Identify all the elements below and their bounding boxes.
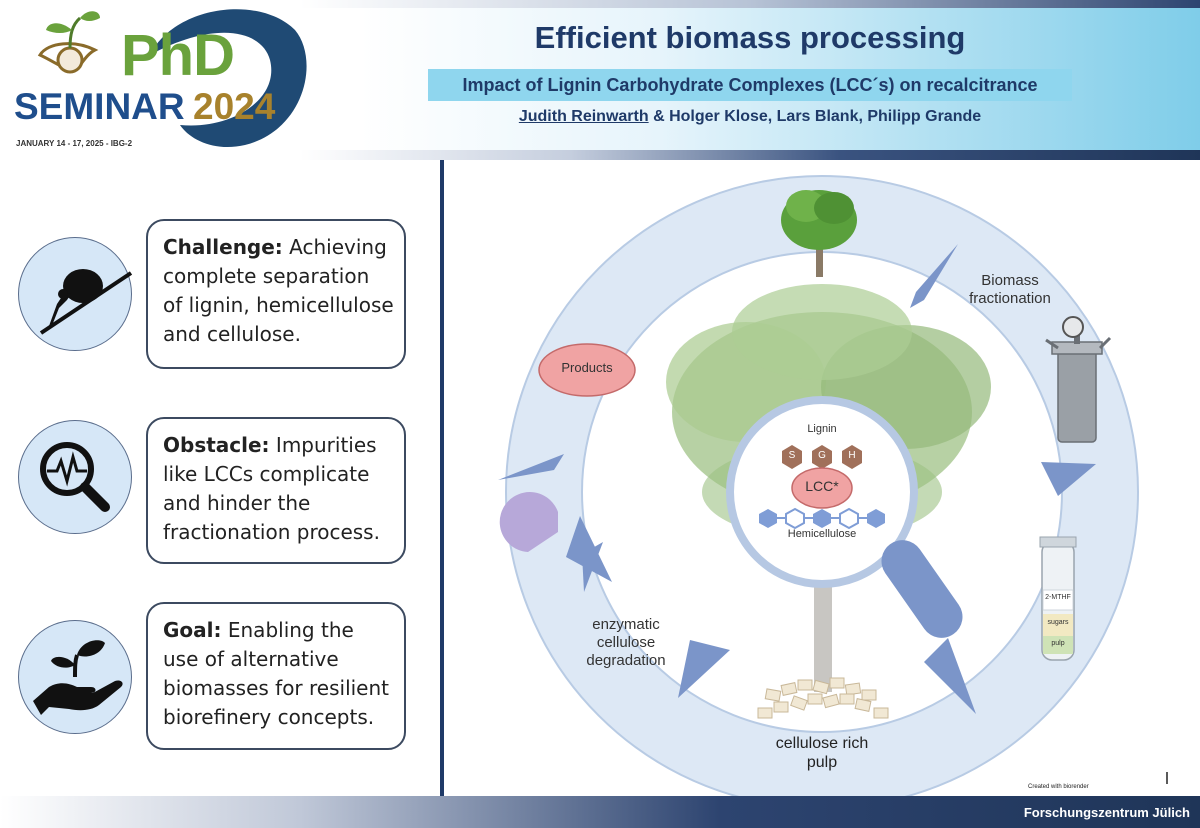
enzymatic-degradation-label: enzymatic cellulose degradation bbox=[586, 616, 666, 669]
challenge-card: Challenge: Achieving complete separation… bbox=[146, 219, 406, 369]
goal-text: Enabling the use of alternative biomasse… bbox=[163, 618, 390, 729]
logo-date-line: JANUARY 14 - 17, 2025 - IBG-2 bbox=[16, 139, 133, 148]
vertical-divider bbox=[440, 160, 444, 796]
products-bubble bbox=[538, 343, 636, 397]
obstacle-text: Impurities like LCCs complicate and hind… bbox=[163, 433, 380, 544]
logo-year-text: 2024 bbox=[193, 86, 276, 127]
poster-title: Efficient biomass processing bbox=[534, 20, 966, 55]
logo-seminar-text: SEMINAR bbox=[14, 86, 185, 127]
arrow-left bbox=[498, 454, 564, 480]
lignin-label: Lignin bbox=[807, 423, 837, 435]
obstacle-card: Obstacle: Impurities like LCCs complicat… bbox=[146, 417, 406, 564]
lignin-unit-h: H bbox=[848, 450, 856, 461]
pulp-label: cellulose rich pulp bbox=[775, 735, 869, 771]
magnifier-pulse-icon bbox=[18, 420, 132, 534]
seminar-logo: PhD SEMINAR 2024 JANUARY 14 - 17, 2025 -… bbox=[0, 0, 320, 160]
lignin-units bbox=[782, 445, 862, 469]
tree-icon bbox=[781, 190, 857, 277]
pressure-reactor-icon bbox=[1045, 316, 1112, 443]
obstacle-label: Obstacle: bbox=[163, 433, 270, 457]
arrow-right-top bbox=[910, 244, 958, 308]
separation-tube-icon bbox=[1039, 536, 1077, 661]
products-label: Products bbox=[561, 360, 613, 375]
hemicellulose-chain bbox=[759, 507, 885, 530]
arrow-right bbox=[1041, 462, 1096, 496]
arrow-bottom-left bbox=[678, 640, 730, 698]
cycle-arrows bbox=[498, 244, 1096, 714]
enzyme-capsule bbox=[881, 540, 963, 638]
arrow-bottom-right bbox=[924, 638, 976, 714]
biomass-fractionation-label: Biomass fractionation bbox=[969, 272, 1051, 307]
goal-label: Goal: bbox=[163, 618, 222, 642]
tube-label-2mthf: 2-MTHF bbox=[1045, 594, 1071, 601]
enzyme-pacman-icon bbox=[499, 492, 612, 582]
challenge-text: Achieving complete separation of lignin,… bbox=[163, 235, 394, 346]
logo-phd-text: PhD bbox=[121, 23, 235, 88]
co-authors: & Holger Klose, Lars Blank, Philipp Gran… bbox=[648, 108, 982, 125]
header: PhD SEMINAR 2024 JANUARY 14 - 17, 2025 -… bbox=[0, 0, 1200, 160]
cellulose-pulp-pile bbox=[757, 677, 889, 719]
author-line: Judith Reinwarth & Holger Klose, Lars Bl… bbox=[440, 108, 1060, 126]
lignin-unit-s: S bbox=[788, 450, 796, 461]
hand-sprout-icon bbox=[18, 620, 132, 734]
presenting-author: Judith Reinwarth bbox=[518, 108, 649, 125]
challenge-label: Challenge: bbox=[163, 235, 283, 259]
sisyphus-boulder-icon bbox=[18, 237, 133, 351]
biorefinery-cycle-diagram: Biomass fractionation Products enzymatic… bbox=[446, 162, 1200, 809]
tube-label-sugars: sugars bbox=[1047, 619, 1069, 626]
lcc-label: LCC* bbox=[805, 478, 839, 494]
lcc-badge bbox=[791, 467, 853, 509]
goal-card: Goal: Enabling the use of alternative bi… bbox=[146, 602, 406, 750]
footer-bar: Forschungszentrum Jülich bbox=[0, 796, 1200, 828]
poster-subtitle: Impact of Lignin Carbohydrate Complexes … bbox=[428, 69, 1072, 101]
biorender-credit: Created with biorender bbox=[1028, 784, 1089, 790]
tube-label-pulp: pulp bbox=[1051, 640, 1065, 647]
hemicellulose-label: Hemicellulose bbox=[787, 528, 857, 540]
lignin-unit-g: G bbox=[818, 450, 826, 461]
institution-name: Forschungszentrum Jülich bbox=[1023, 805, 1190, 820]
